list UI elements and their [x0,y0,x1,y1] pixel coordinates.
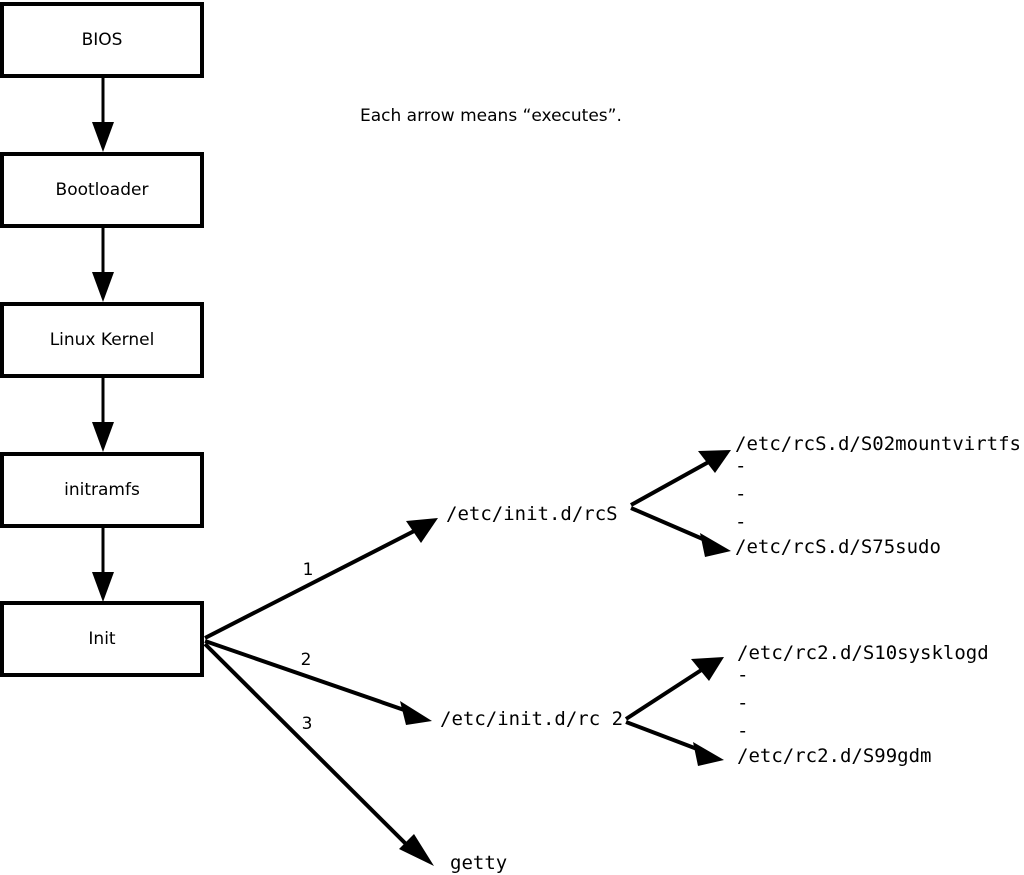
arrow-head-icon [693,742,724,766]
rcs-script-first-label: /etc/rcS.d/S02mountvirtfs [735,433,1021,455]
rc2-ellipsis-dot-2: - [737,692,748,714]
node-rcs-label: /etc/init.d/rcS [446,503,618,525]
node-linux-kernel: Linux Kernel [0,302,204,378]
rcs-ellipsis-dot-2: - [735,483,746,505]
arrow-head-icon [92,422,114,452]
rc2-script-last-label: /etc/rc2.d/S99gdm [737,745,931,767]
linux-kernel-label: Linux Kernel [50,330,155,350]
node-init: Init [0,601,204,677]
init-label: Init [88,629,116,649]
node-getty-label: getty [450,852,507,874]
edge-bios-to-bootloader [92,76,114,152]
arrow-head-icon [399,834,434,866]
arrow-head-icon [691,657,724,681]
rc2-ellipsis-dot-1: - [737,664,748,686]
arrow-head-icon [406,518,438,543]
edge-rcs-to-last-script [630,506,731,557]
edge-line [625,720,706,754]
note-text: Each arrow means “executes”. [360,106,622,126]
arrow-head-icon [92,122,114,152]
edge-line [204,639,411,714]
edge-number-1: 1 [303,560,314,580]
edge-initramfs-to-init [92,526,114,602]
arrow-head-icon [92,572,114,602]
rc2-ellipsis-dot-3: - [737,720,748,742]
initramfs-label: initramfs [64,480,140,500]
edge-number-3: 3 [302,714,313,734]
edge-rc2-to-last-script [625,720,724,766]
arrow-head-icon [400,701,432,725]
rc2-script-first-label: /etc/rc2.d/S10sysklogd [737,642,989,664]
edge-line [203,642,414,852]
node-rc2-label: /etc/init.d/rc 2 [440,708,623,730]
rcs-ellipsis-dot-1: - [735,455,746,477]
node-bios: BIOS [0,2,204,78]
arrow-head-icon [700,533,731,557]
arrow-head-icon [698,450,731,473]
edge-rc2-to-first-script [624,657,724,721]
bios-box [0,2,204,78]
linux-kernel-box [0,302,204,378]
edge-line [630,506,713,545]
edge-init-to-rc2: 2 [204,639,432,725]
init-box [0,601,204,677]
edge-number-2: 2 [301,650,312,670]
edge-init-to-getty: 3 [203,642,434,866]
arrow-head-icon [92,272,114,302]
bootloader-box [0,152,204,228]
bios-label: BIOS [82,30,123,50]
node-initramfs: initramfs [0,452,204,528]
rcs-script-last-label: /etc/rcS.d/S75sudo [735,536,941,558]
edge-line [624,665,708,721]
edge-kernel-to-initramfs [92,376,114,452]
edge-line [204,525,423,640]
edge-line [630,457,715,507]
bootloader-label: Bootloader [56,180,149,200]
edge-init-to-rcs: 1 [204,518,438,640]
rcs-ellipsis-dot-3: - [735,511,746,533]
edge-rcs-to-first-script [630,450,731,507]
node-bootloader: Bootloader [0,152,204,228]
edge-bootloader-to-kernel [92,226,114,302]
